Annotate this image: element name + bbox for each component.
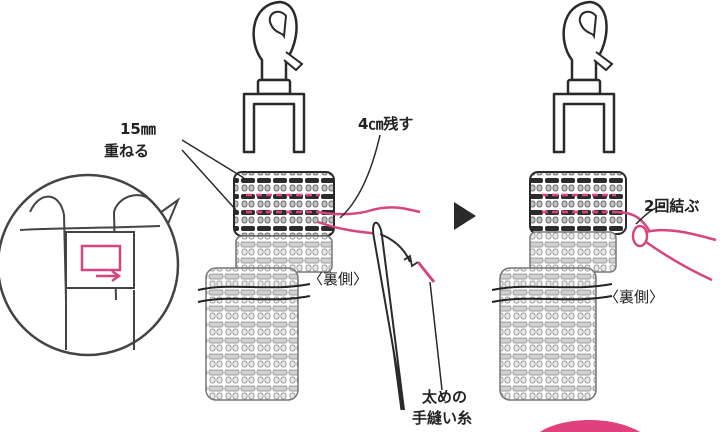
label-back-side-right: 〈裏側〉 bbox=[604, 288, 665, 306]
label-thick-thread-1: 太めの bbox=[422, 388, 468, 406]
needle-icon bbox=[372, 221, 405, 411]
label-thick-thread-2: 手縫い糸 bbox=[412, 409, 473, 427]
stitch-path-icon bbox=[80, 244, 122, 272]
next-step-arrow-icon bbox=[454, 202, 476, 230]
label-overlap-size: 15㎜ bbox=[120, 120, 156, 138]
snap-hook-right-icon bbox=[552, 0, 616, 154]
decorative-pink-arc bbox=[540, 419, 640, 432]
zoom-detail-circle bbox=[0, 173, 181, 357]
label-leave-4cm: 4㎝残す bbox=[358, 115, 414, 133]
right-assembly bbox=[491, 0, 717, 401]
label-overlap: 重ねる bbox=[104, 142, 150, 160]
knot-icon bbox=[631, 224, 649, 248]
snap-hook-left-icon bbox=[242, 0, 306, 154]
label-back-side-left: 〈裏側〉 bbox=[308, 270, 369, 288]
left-assembly bbox=[181, 0, 443, 411]
label-tie-twice: 2回結ぶ bbox=[644, 197, 700, 215]
stitch-arrow-icon bbox=[96, 269, 122, 283]
